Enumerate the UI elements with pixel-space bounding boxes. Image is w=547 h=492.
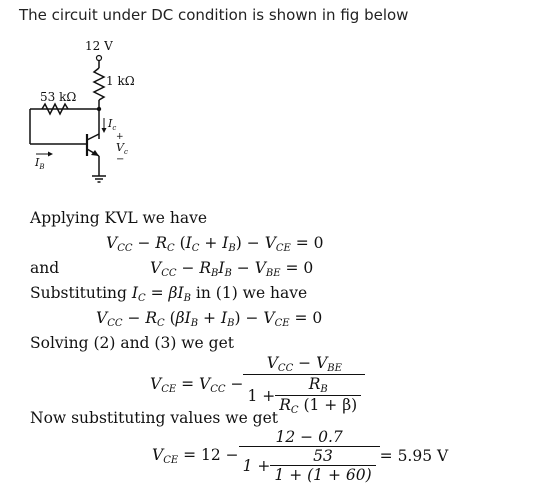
vc-plus: + <box>116 132 124 142</box>
substituting-line: Substituting IC = βIB in (1) we have <box>30 284 308 304</box>
now-substituting-text: Now substituting values we get <box>30 409 278 427</box>
emitter-arrow <box>91 150 99 156</box>
vc-label: Vc <box>116 141 128 156</box>
ic-label: Ic <box>107 117 116 132</box>
base-resistor <box>41 102 69 116</box>
vc-minus: − <box>116 154 124 165</box>
and-text: and <box>30 259 60 277</box>
bjt-circuit-diagram: 12 V 1 kΩ 53 kΩ Ic + Vc − IB <box>29 39 135 183</box>
collector-resistor <box>92 67 106 101</box>
applying-kvl-text: Applying KVL we have <box>30 209 208 227</box>
rb-label: 53 kΩ <box>40 90 76 104</box>
supply-node <box>95 54 103 62</box>
ib-label: IB <box>34 156 45 171</box>
solving-text: Solving (2) and (3) we get <box>30 334 234 352</box>
intro-text: The circuit under DC condition is shown … <box>19 6 409 24</box>
ic-arrow-head <box>101 128 107 133</box>
kvl-equation-2: VCC − RBIB − VBE = 0 <box>150 259 314 279</box>
supply-label: 12 V <box>85 39 113 53</box>
ib-arrow-head <box>48 151 53 157</box>
inline-ic-beta: IC = βIB <box>131 284 191 304</box>
rc-label: 1 kΩ <box>106 74 135 88</box>
collector-lead <box>86 133 100 141</box>
kvl-equation-3: VCC − RC (βIB + IB) − VCE = 0 <box>96 309 323 329</box>
kvl-equation-1: VCC − RC (IC + IB) − VCE = 0 <box>106 234 324 254</box>
